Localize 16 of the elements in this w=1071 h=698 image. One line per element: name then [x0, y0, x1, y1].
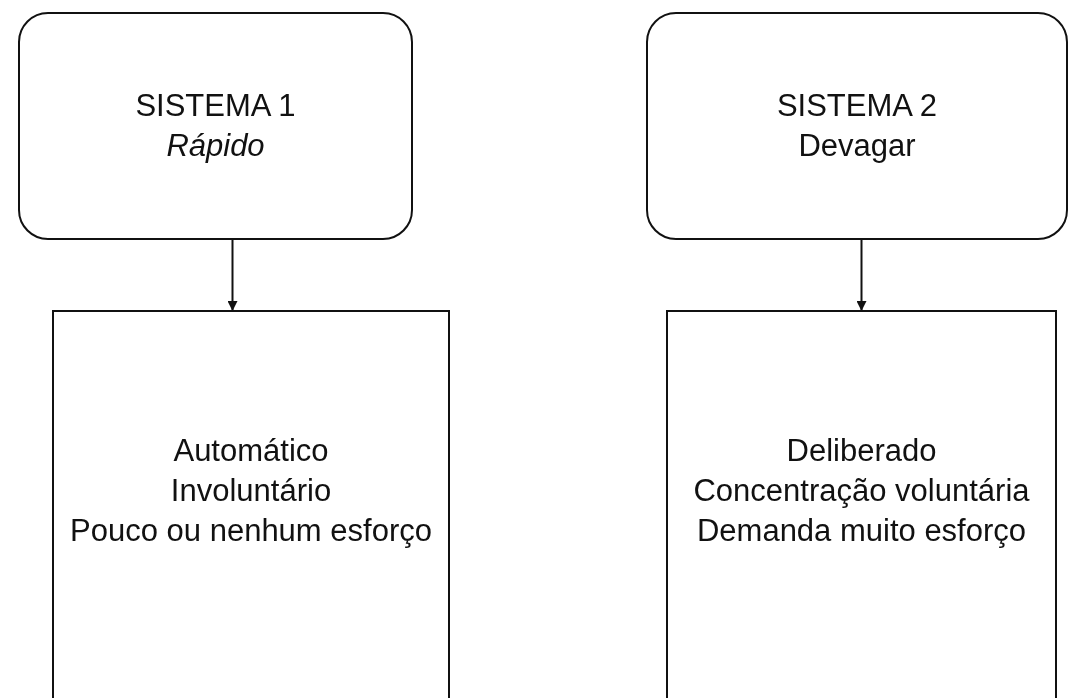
box-heading: SISTEMA 1 [135, 86, 296, 125]
box-text: Demanda muito esforço [696, 512, 1027, 551]
box-text: Devagar [798, 127, 916, 165]
box-heading: SISTEMA 2 [776, 86, 938, 125]
box-text: Deliberado [786, 431, 937, 470]
box-text: Automático [173, 431, 329, 470]
box-text: Involuntário [170, 471, 332, 510]
process-box [666, 310, 1057, 698]
arrow [856, 239, 867, 311]
box-text: Pouco ou nenhum esforço [70, 512, 432, 551]
arrow [227, 239, 238, 311]
box-text: Rápido [166, 127, 265, 165]
box-text: Concentração voluntária [693, 471, 1030, 510]
rounded-box [18, 12, 413, 240]
process-box [52, 310, 450, 698]
rounded-box [646, 12, 1068, 240]
